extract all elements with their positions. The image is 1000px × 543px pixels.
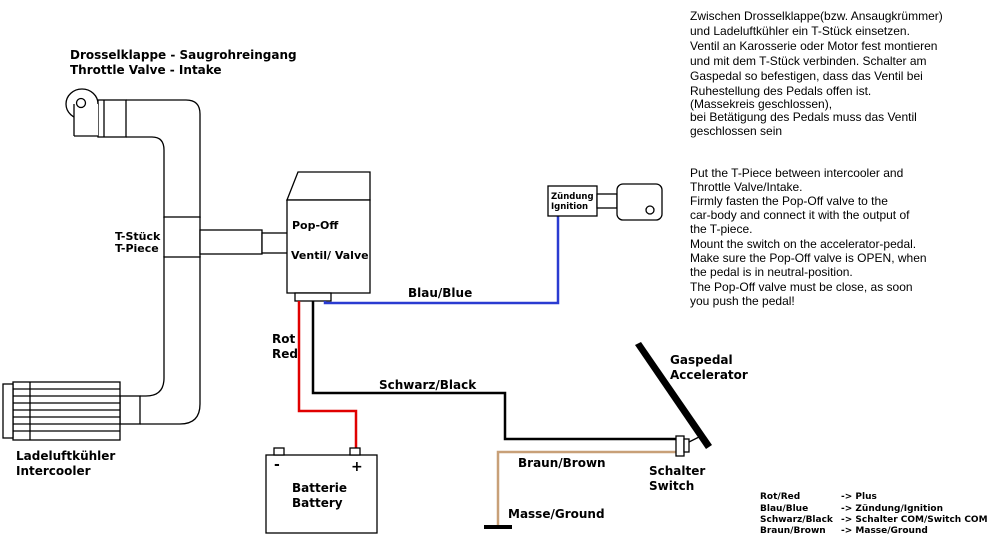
wire-label-red-en: Red xyxy=(272,347,298,361)
battery-minus: - xyxy=(274,457,280,473)
wires xyxy=(297,216,679,525)
accelerator-pedal xyxy=(635,342,712,449)
instruction-line: (Massekreis geschlossen), xyxy=(690,97,832,111)
switch-label-de: Schalter xyxy=(649,464,705,478)
wire-red xyxy=(297,301,358,452)
battery-label-de: Batterie xyxy=(292,481,347,495)
switch-label-en: Switch xyxy=(649,479,694,493)
legend-wire: Schwarz/Black xyxy=(760,515,834,525)
instruction-line: the pedal is in neutral-position. xyxy=(690,265,853,279)
legend-wire: Blau/Blue xyxy=(760,504,808,514)
battery-label-en: Battery xyxy=(292,496,343,510)
legend-target: -> Schalter COM/Switch COM xyxy=(841,515,988,525)
battery xyxy=(265,447,378,534)
instruction-line: Gaspedal so befestigen, dass das Ventil … xyxy=(690,69,923,83)
wire-label-black: Schwarz/Black xyxy=(379,378,477,392)
wire-brown xyxy=(496,450,679,525)
wire-black xyxy=(311,301,676,441)
instruction-line: geschlossen sein xyxy=(690,124,782,138)
legend-target: -> Zündung/Ignition xyxy=(841,504,943,514)
instruction-line: Ventil an Karosserie oder Motor fest mon… xyxy=(690,39,937,53)
throttle-label-de: Drosselklappe - Saugrohreingang xyxy=(70,48,297,62)
pop-off-valve xyxy=(286,171,371,302)
instruction-line: Throttle Valve/Intake. xyxy=(690,180,803,194)
instruction-line: Zwischen Drosselklappe(bzw. Ansaugkrümme… xyxy=(690,9,943,23)
instruction-line: Ruhestellung des Pedals offen ist. xyxy=(690,84,871,98)
instruction-line: you push the pedal! xyxy=(690,294,795,308)
pedal-switch xyxy=(675,435,700,457)
t-piece-label-de: T-Stück xyxy=(115,230,161,243)
intercooler-label-en: Intercooler xyxy=(16,464,91,478)
instruction-line: Firmly fasten the Pop-Off valve to the xyxy=(690,194,888,208)
ignition-label-en: Ignition xyxy=(551,202,588,212)
instruction-line: Mount the switch on the accelerator-peda… xyxy=(690,237,916,251)
legend-wire: Rot/Red xyxy=(760,492,800,502)
instruction-line: Put the T-Piece between intercooler and xyxy=(690,166,903,180)
legend-target: -> Plus xyxy=(841,492,877,502)
instruction-line: the T-piece. xyxy=(690,222,752,236)
instruction-line: und mit dem T-Stück verbinden. Schalter … xyxy=(690,54,927,68)
ground-label: Masse/Ground xyxy=(508,507,605,521)
t-piece-label-en: T-Piece xyxy=(115,242,159,255)
valve-label: Ventil/ Valve xyxy=(291,249,369,262)
intercooler-label-de: Ladeluftkühler xyxy=(16,449,115,463)
intake-pipe xyxy=(126,99,201,425)
throttle-valve xyxy=(65,88,127,138)
instruction-line: car-body and connect it with the output … xyxy=(690,208,910,222)
pop-off-label: Pop-Off xyxy=(292,219,338,232)
wire-label-blue: Blau/Blue xyxy=(408,286,472,300)
wire-legend: Rot/Red -> Plus Blau/Blue -> Zündung/Ign… xyxy=(760,492,988,536)
legend-target: -> Masse/Ground xyxy=(841,526,928,536)
instruction-line: und Ladeluftkühler ein T-Stück einsetzen… xyxy=(690,24,910,38)
accelerator-label-en: Accelerator xyxy=(670,368,748,382)
instructions-english: Put the T-Piece between intercooler and … xyxy=(690,166,927,308)
wire-label-red-de: Rot xyxy=(272,332,295,346)
instruction-line: bei Betätigung des Pedals muss das Venti… xyxy=(690,110,917,124)
throttle-label-en: Throttle Valve - Intake xyxy=(70,63,222,77)
instruction-line: Make sure the Pop-Off valve is OPEN, whe… xyxy=(690,251,927,265)
t-piece xyxy=(163,216,290,258)
wire-blue xyxy=(323,216,560,305)
ignition-label-de: Zündung xyxy=(551,192,594,202)
instructions-german: Zwischen Drosselklappe(bzw. Ansaugkrümme… xyxy=(690,9,943,138)
intercooler xyxy=(2,381,141,441)
legend-wire: Braun/Brown xyxy=(760,526,826,536)
ignition-key-icon xyxy=(547,183,663,221)
battery-plus: + xyxy=(351,459,363,475)
wire-label-brown: Braun/Brown xyxy=(518,456,606,470)
accelerator-label-de: Gaspedal xyxy=(670,353,733,367)
instruction-line: The Pop-Off valve must be close, as soon xyxy=(690,280,913,294)
